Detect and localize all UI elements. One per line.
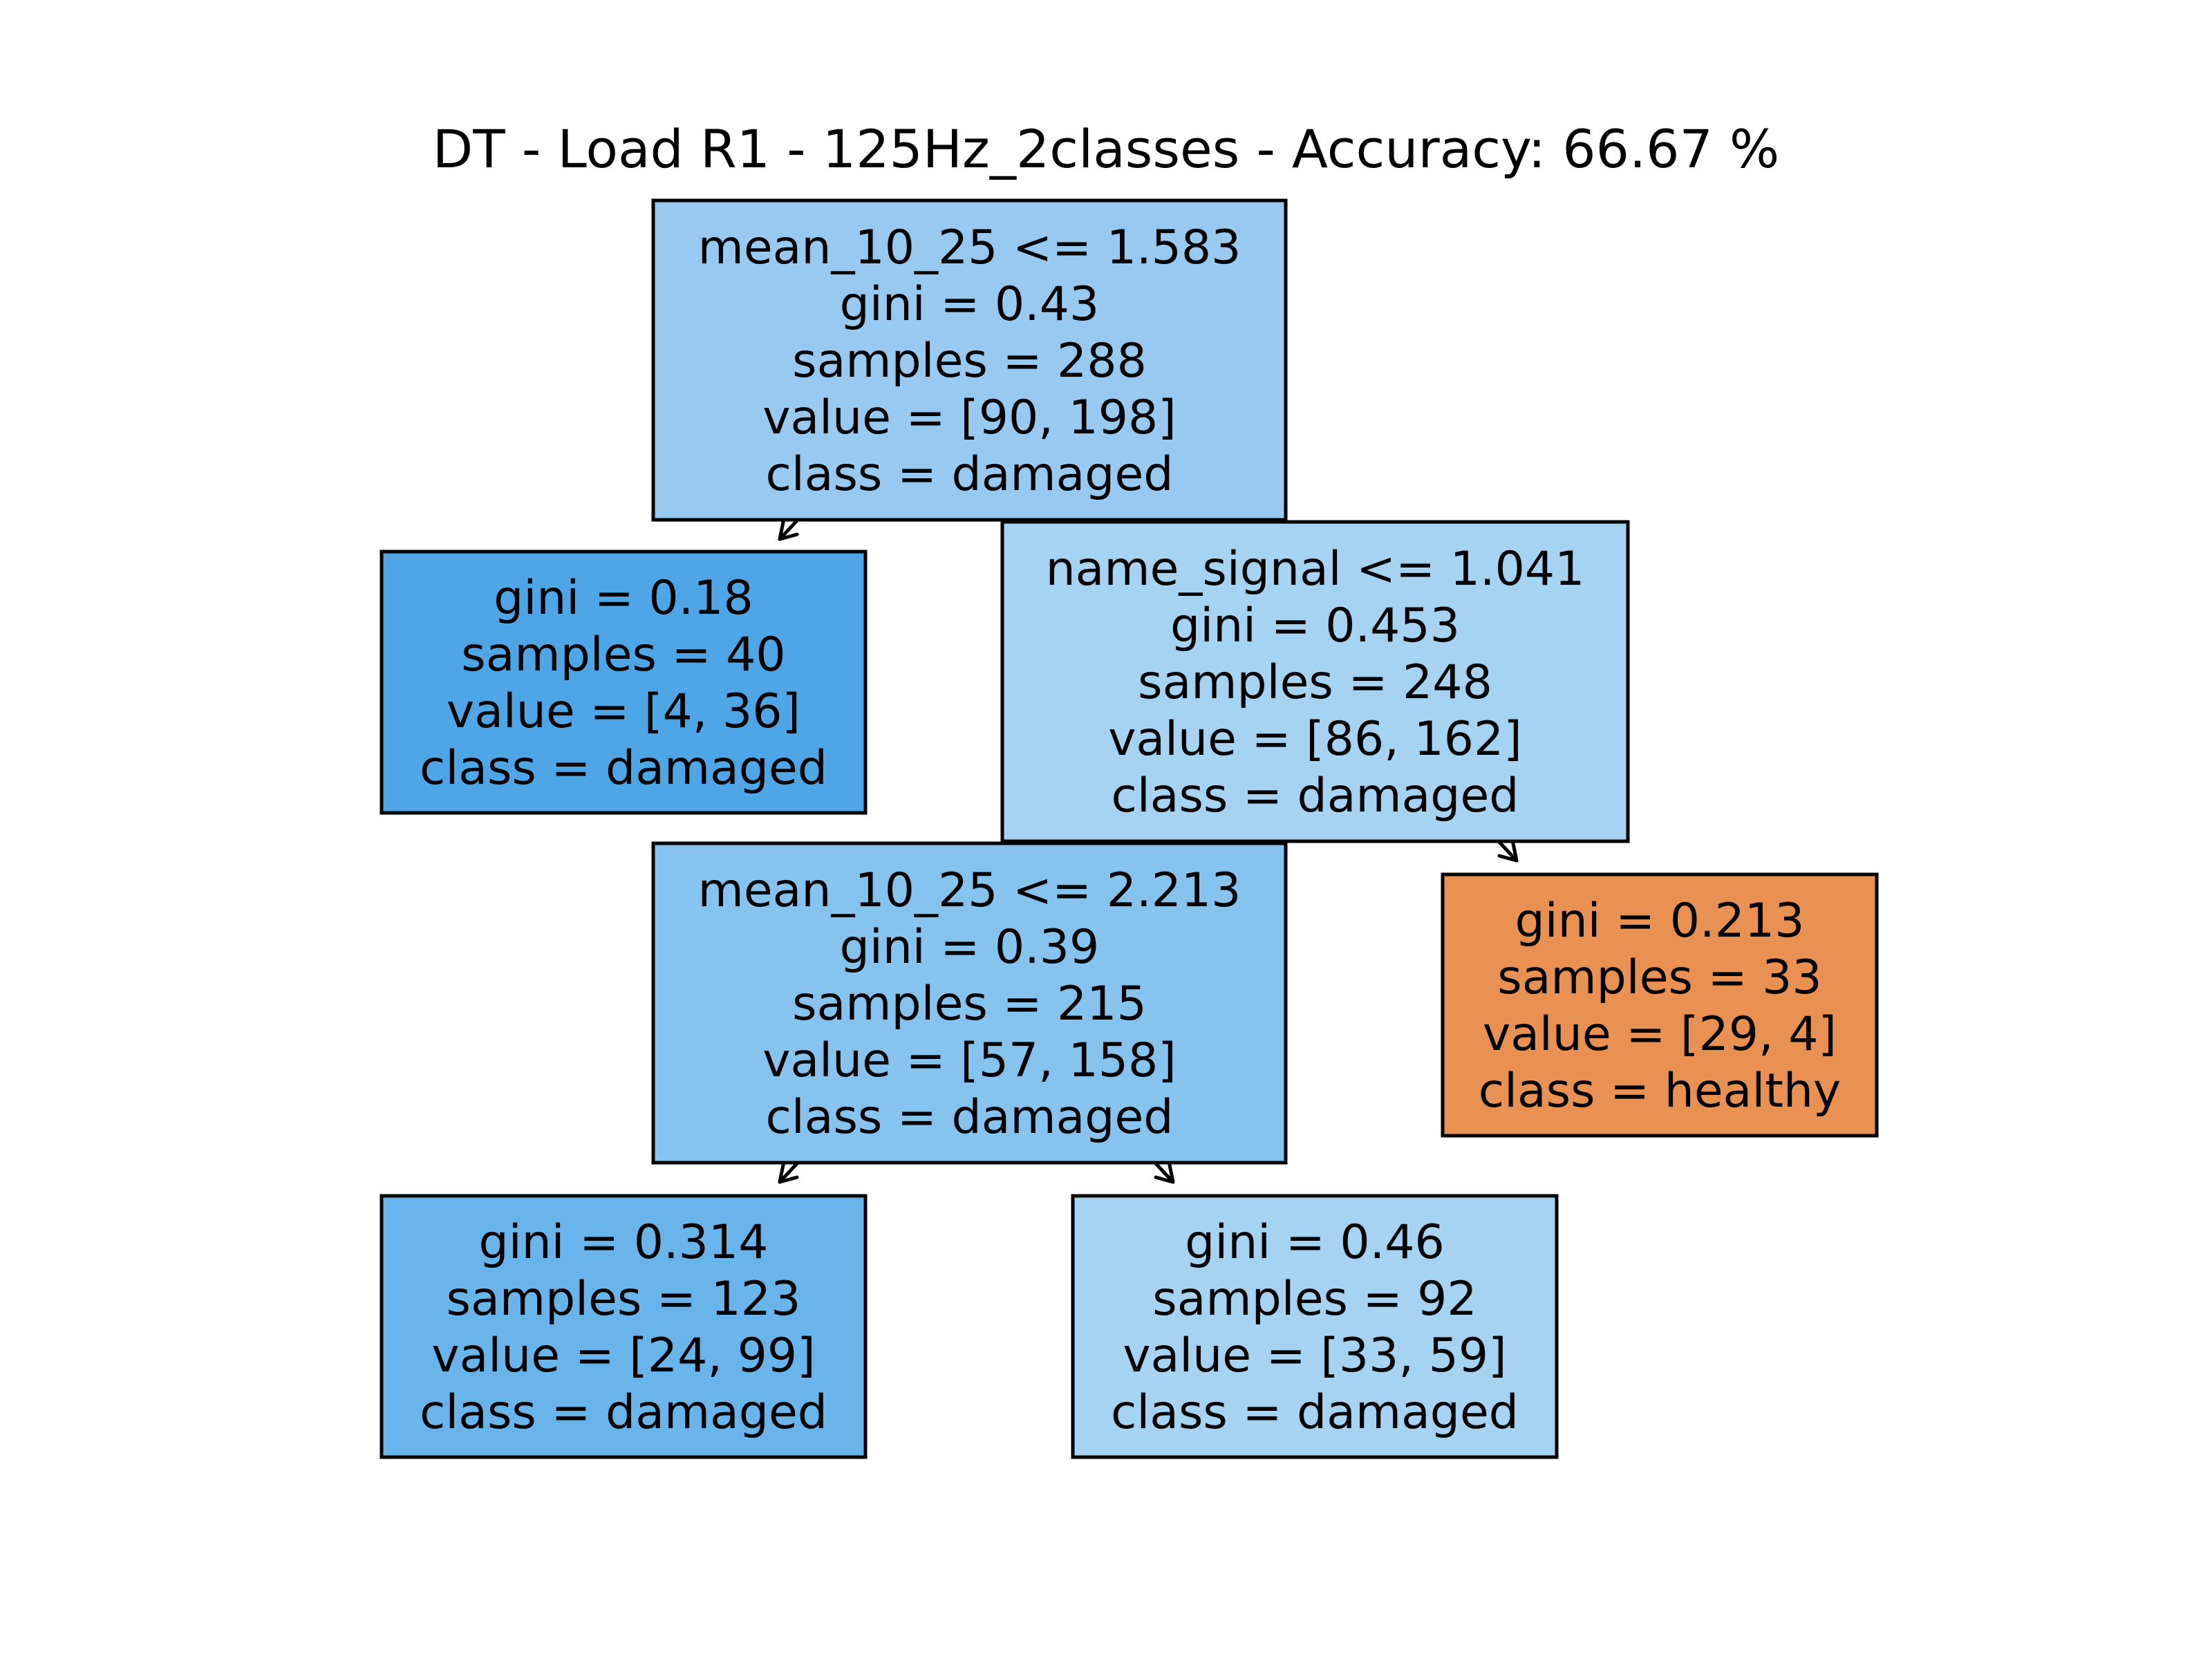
edge-arrow-root-to-leaf-left-1 (778, 516, 801, 541)
node-line: samples = 248 (1138, 655, 1492, 710)
edge-arrow-split-mean-2-to-leaf-bottom-left (778, 1159, 801, 1184)
node-box (651, 841, 1288, 1165)
node-line: class = damaged (420, 741, 827, 796)
node-line: class = healthy (1479, 1064, 1841, 1118)
node-box (379, 550, 868, 815)
edge-arrow-split-name-signal-to-leaf-healthy (1495, 838, 1519, 863)
node-line: gini = 0.213 (1515, 894, 1805, 948)
edge-arrow-split-mean-2-to-leaf-bottom-right (1152, 1159, 1175, 1184)
node-line: gini = 0.43 (840, 277, 1100, 332)
node-line: class = damaged (420, 1385, 827, 1440)
node-line: gini = 0.39 (840, 920, 1100, 975)
node-box (1000, 520, 1630, 843)
node-line: value = [33, 59] (1123, 1329, 1506, 1383)
node-line: gini = 0.453 (1170, 599, 1460, 653)
node-line: name_signal <= 1.041 (1046, 542, 1585, 597)
node-line: value = [4, 36] (447, 684, 800, 739)
node-line: class = damaged (1111, 1385, 1519, 1440)
node-line: samples = 215 (792, 977, 1147, 1031)
diagram-title: DT - Load R1 - 125Hz_2classes - Accuracy… (433, 118, 1779, 180)
node-box (1071, 1194, 1559, 1459)
node-line: mean_10_25 <= 2.213 (698, 863, 1241, 918)
node-line: class = damaged (1112, 769, 1519, 823)
node-line: value = [24, 99] (431, 1329, 815, 1383)
node-line: mean_10_25 <= 1.583 (698, 221, 1241, 275)
node-box (651, 198, 1288, 522)
node-line: value = [57, 158] (762, 1033, 1177, 1088)
node-line: samples = 33 (1497, 950, 1821, 1005)
node-box (379, 1194, 868, 1459)
node-line: samples = 123 (447, 1272, 801, 1327)
node-line: gini = 0.18 (494, 571, 753, 626)
node-line: value = [86, 162] (1108, 712, 1522, 767)
node-line: value = [29, 4] (1483, 1007, 1837, 1062)
node-box (1441, 872, 1879, 1138)
node-line: class = damaged (766, 1090, 1174, 1145)
node-line: value = [90, 198] (762, 391, 1177, 445)
node-line: gini = 0.314 (479, 1215, 769, 1270)
node-line: samples = 288 (792, 334, 1147, 388)
node-line: samples = 40 (461, 628, 785, 682)
node-line: class = damaged (766, 447, 1174, 502)
node-line: samples = 92 (1152, 1272, 1477, 1327)
node-line: gini = 0.46 (1185, 1215, 1445, 1270)
